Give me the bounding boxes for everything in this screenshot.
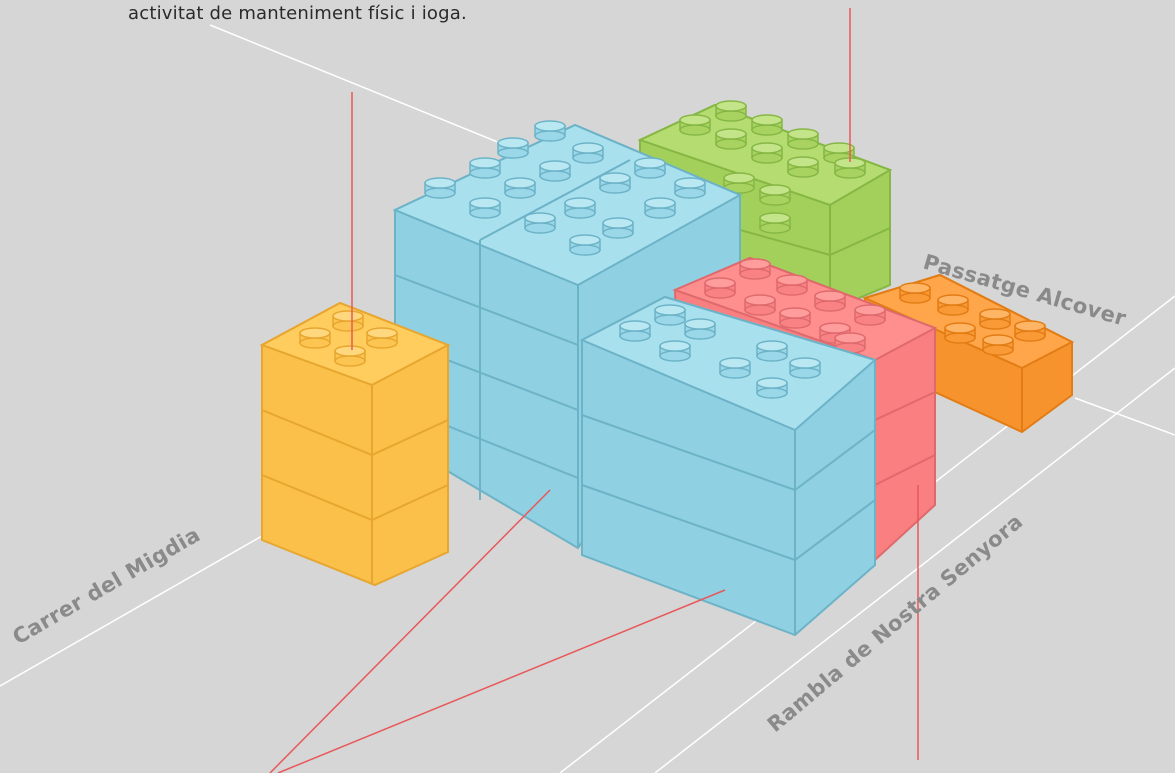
orange-block (259, 301, 451, 587)
front-blue-block (579, 295, 878, 637)
callout-lines (269, 8, 919, 773)
caption-text: activitat de manteniment físic i ioga. (128, 3, 467, 24)
